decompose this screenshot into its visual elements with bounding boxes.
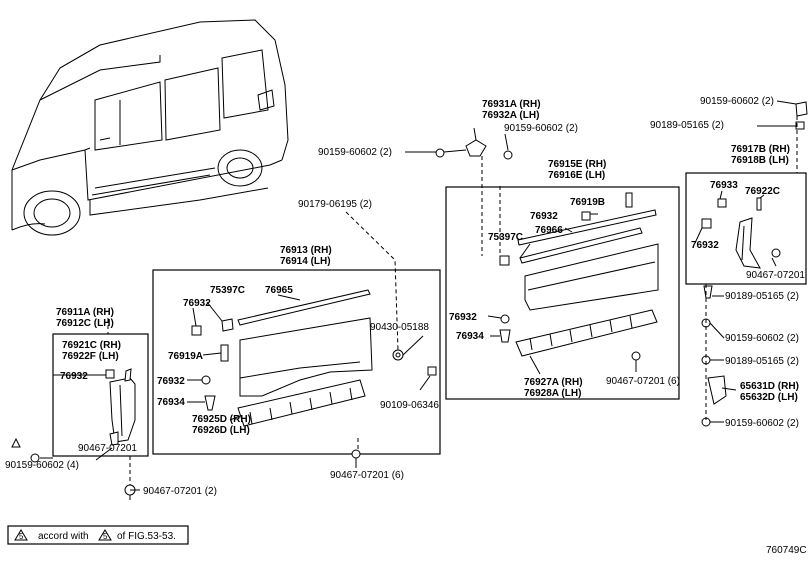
label-76921c: 76921C (RH) <box>62 340 121 351</box>
label-76915e: 76915E (RH) <box>548 159 606 170</box>
label-76916e: 76916E (LH) <box>548 170 605 181</box>
label-76934-right: 76934 <box>456 331 484 342</box>
label-76922f: 76922F (LH) <box>62 351 119 362</box>
label-76912c: 76912C (LH) <box>56 318 114 329</box>
label-76966: 76966 <box>535 225 563 236</box>
right-box <box>445 186 680 400</box>
label-76932-right-1: 76932 <box>530 211 558 222</box>
label-76918b: 76918B (LH) <box>731 155 789 166</box>
label-76932a: 76932A (LH) <box>482 110 539 121</box>
label-90189-05165-a: 90189-05165 (2) <box>650 120 724 131</box>
label-76914: 76914 (LH) <box>280 256 331 267</box>
legend-text-1: accord with <box>38 531 89 542</box>
label-90159-60602-a: 90159-60602 (2) <box>700 96 774 107</box>
label-76927a: 76927A (RH) <box>524 377 583 388</box>
label-90159-60602-b: 90159-60602 (2) <box>504 123 578 134</box>
label-76911a: 76911A (RH) <box>56 307 114 318</box>
label-76965: 76965 <box>265 285 293 296</box>
label-76932-far-right: 76932 <box>691 240 719 251</box>
label-90189-05165-c: 90189-05165 (2) <box>725 356 799 367</box>
label-76926d: 76926D (LH) <box>192 425 250 436</box>
part-labels: 90159-60602 (2) 90189-05165 (2) 76917B (… <box>5 96 805 497</box>
middle-box <box>152 269 441 455</box>
top-clip-76931a <box>435 139 513 160</box>
label-90467-left: 90467-07201 <box>78 443 137 454</box>
label-65632d: 65632D (LH) <box>740 392 798 403</box>
label-76933: 76933 <box>710 180 738 191</box>
label-65631d: 65631D (RH) <box>740 381 799 392</box>
label-90159-60602-e: 90159-60602 (2) <box>725 418 799 429</box>
label-76922c: 76922C <box>745 186 780 197</box>
label-90467-far-right: 90467-07201 <box>746 270 805 281</box>
label-90159-60602-c: 90159-60602 (2) <box>318 147 392 158</box>
label-90159-60602-left: 90159-60602 (4) <box>5 460 79 471</box>
label-76928a: 76928A (LH) <box>524 388 581 399</box>
legend-triangle-icon-2 <box>98 529 112 541</box>
label-90467-middle: 90467-07201 (6) <box>330 470 404 481</box>
legend-num-1: 5 <box>19 532 24 541</box>
label-90189-05165-b: 90189-05165 (2) <box>725 291 799 302</box>
label-76932-middle-2: 76932 <box>157 376 185 387</box>
label-75397c-right: 75397C <box>488 232 523 243</box>
figure-id: 760749C <box>766 545 807 556</box>
label-76934-middle: 76934 <box>157 397 185 408</box>
left-mudguard-parts <box>30 368 136 500</box>
label-76932-middle-1: 76932 <box>183 298 211 309</box>
label-76917b: 76917B (RH) <box>731 144 790 155</box>
middle-moulding-parts <box>191 289 373 468</box>
legend-triangle-icon-1 <box>14 529 28 541</box>
label-90467-right: 90467-07201 (6) <box>606 376 680 387</box>
label-90109-06346: 90109-06346 <box>380 400 439 411</box>
label-90430-05188: 90430-05188 <box>370 322 429 333</box>
legend: 5 accord with 5 of FIG.53-53. <box>7 525 189 545</box>
left-mudguard-box <box>52 333 149 457</box>
label-90467-bottom: 90467-07201 (2) <box>143 486 217 497</box>
legend-text-2: of FIG.53-53. <box>117 531 176 542</box>
label-76932-left: 76932 <box>60 371 88 382</box>
label-90159-60602-d: 90159-60602 (2) <box>725 333 799 344</box>
label-76932-right-2: 76932 <box>449 312 477 323</box>
far-right-box <box>685 172 807 285</box>
label-76925d: 76925D (RH) <box>192 414 251 425</box>
label-90179-06195: 90179-06195 (2) <box>298 199 372 210</box>
reference-triangle-icon <box>11 437 21 448</box>
label-76919b: 76919B <box>570 197 605 208</box>
vehicle-illustration <box>11 19 289 236</box>
right-moulding-parts <box>499 192 659 372</box>
label-75397c-middle: 75397C <box>210 285 245 296</box>
legend-num-2: 5 <box>103 532 108 541</box>
label-76913: 76913 (RH) <box>280 245 332 256</box>
far-right-mudguard-parts <box>701 101 808 427</box>
label-76931a: 76931A (RH) <box>482 99 541 110</box>
label-76919a: 76919A <box>168 351 203 362</box>
